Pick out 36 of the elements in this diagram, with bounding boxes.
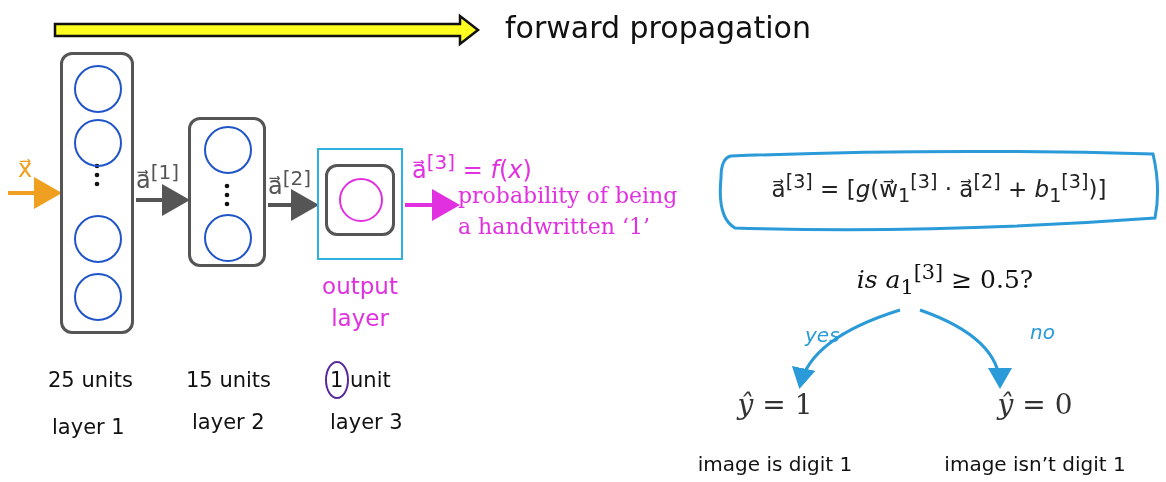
arrow bbox=[268, 189, 319, 221]
arrow bbox=[8, 177, 62, 209]
neuron-circle bbox=[204, 126, 252, 174]
layer-name: layer 1 bbox=[52, 415, 125, 439]
edge-label: x⃗ bbox=[18, 155, 33, 183]
neuron-circle bbox=[74, 215, 122, 263]
edge-label: a⃗$^{[2]}$ bbox=[268, 166, 312, 200]
unit-count: 25 units bbox=[48, 368, 134, 392]
prediction-formula: ŷ = 1 bbox=[735, 388, 814, 421]
layer-box bbox=[60, 52, 134, 334]
page-title: forward propagation bbox=[505, 10, 811, 45]
neuron-circle bbox=[74, 273, 122, 321]
neuron-circle bbox=[74, 65, 122, 113]
neuron-circle bbox=[204, 214, 252, 262]
side-caption: output layer bbox=[321, 272, 399, 333]
layer-box bbox=[325, 164, 395, 236]
layer-name: layer 3 bbox=[330, 410, 403, 434]
question: is a$_{1}$$^{[3]}$ ≥ 0.5? bbox=[855, 260, 1035, 300]
arrow bbox=[136, 184, 190, 216]
hand-drawn-arrow bbox=[919, 308, 1011, 389]
result-caption: image is digit 1 bbox=[696, 452, 854, 476]
prediction-formula: ŷ = 0 bbox=[995, 388, 1074, 421]
result-caption: image isn’t digit 1 bbox=[943, 452, 1127, 476]
edge-label: a⃗$^{[1]}$ bbox=[136, 160, 180, 194]
unit-count: 1 unit bbox=[330, 368, 391, 392]
neuron-circle bbox=[74, 119, 122, 167]
output-description: probability of being a handwritten ‘1’ bbox=[458, 182, 679, 241]
neuron-circle bbox=[339, 178, 383, 222]
arrow bbox=[405, 189, 460, 221]
unit-count: 15 units bbox=[186, 368, 272, 392]
hand-drawn-arrow bbox=[793, 308, 901, 389]
formula: a⃗$^{[3]}$ = [g(w⃗$_{1}$$^{[3]}$ · a⃗$^{[2]}$ + b$_{1}$$^{[3]}$)] bbox=[770, 170, 1108, 208]
layer-box bbox=[188, 117, 266, 267]
layer-name: layer 2 bbox=[192, 410, 265, 434]
edge-label: a⃗$^{[3]}$ = f(x) bbox=[412, 150, 532, 184]
edge-label: no bbox=[1030, 320, 1055, 344]
